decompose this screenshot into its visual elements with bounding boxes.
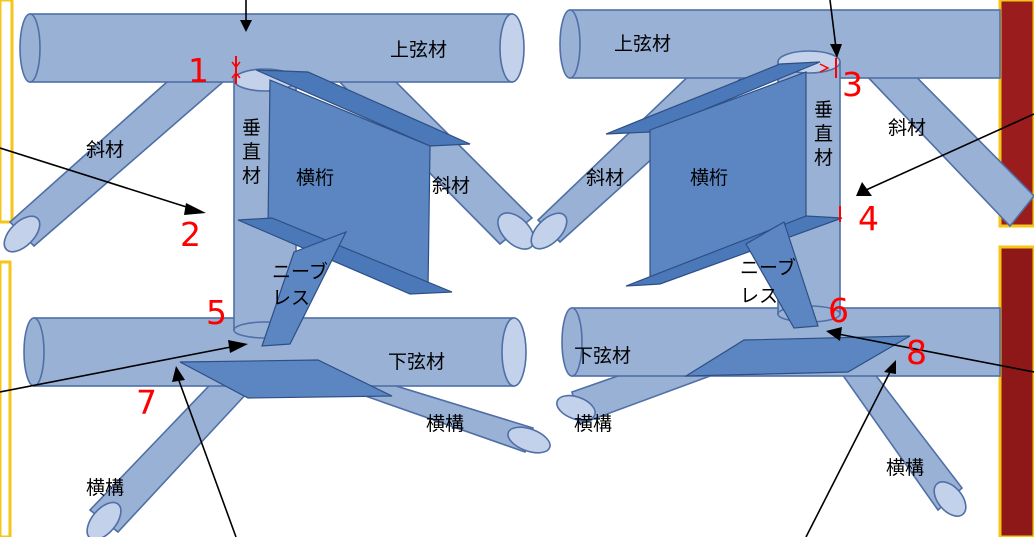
right-arrow-3-head (830, 44, 842, 58)
right-joint: 上弦材 斜材 斜材 垂直材 横桁 ニーブレス 下弦材 横構 横構 3 4 6 8 (530, 0, 1034, 537)
right-arrow-4-head (856, 182, 872, 196)
left-diagonal-left-label: 斜材 (86, 139, 124, 161)
left-arrow-7-head (172, 366, 185, 382)
right-number-6: 6 (828, 291, 849, 330)
left-number-7: 7 (136, 383, 157, 422)
left-knee-brace-label: ニーブレス (272, 260, 328, 309)
left-arrow-top-head (240, 20, 252, 32)
left-arrow-2 (0, 147, 197, 211)
left-upper-chord-label: 上弦材 (390, 39, 447, 61)
right-arrow-8 (805, 371, 891, 537)
left-top-frame (0, 0, 14, 224)
left-joint: 上弦材 斜材 斜材 垂直材 横桁 ニーブレス 下弦材 横構 横構 1 2 5 7 (0, 0, 551, 537)
right-arrow-4 (865, 113, 1034, 191)
right-upper-chord-label: 上弦材 (614, 33, 671, 55)
left-bottom-frame (0, 260, 12, 537)
left-lateral-left-label: 横構 (86, 477, 124, 499)
left-diagonal-right-label: 斜材 (432, 175, 470, 197)
right-number-8: 8 (906, 333, 927, 372)
right-cross-girder-label: 横桁 (690, 167, 728, 189)
left-lower-chord-label: 下弦材 (388, 351, 445, 373)
right-number-4: 4 (858, 199, 879, 238)
left-number-5: 5 (206, 293, 227, 332)
right-knee-brace (745, 221, 819, 329)
right-bottom-photo (998, 245, 1034, 537)
left-gap-marker-1 (231, 56, 241, 84)
right-knee-brace-label: ニーブレス (740, 256, 796, 307)
left-cross-girder (237, 69, 471, 295)
left-arrow-5 (0, 345, 237, 393)
left-number-2: 2 (180, 215, 201, 254)
right-number-3: 3 (842, 65, 863, 104)
left-arrow-7 (177, 377, 237, 537)
right-vertical-label: 垂直材 (814, 99, 833, 169)
right-lateral-right-label: 横構 (886, 457, 924, 479)
right-arrow-3 (829, 0, 837, 49)
right-lower-chord-label: 下弦材 (574, 345, 631, 367)
left-lateral-right-label: 横構 (426, 413, 464, 435)
right-arrow-8-head (884, 360, 896, 374)
right-gap-marker-3 (819, 58, 837, 78)
right-lateral-left-label: 横構 (574, 413, 612, 435)
left-knee-brace (261, 230, 348, 347)
left-lateral-gusset (179, 359, 393, 399)
left-cross-girder-label: 横桁 (296, 167, 334, 189)
right-arrow-6 (837, 333, 1034, 373)
left-arrow-5-head (228, 340, 248, 353)
right-diagonal-left-label: 斜材 (586, 167, 624, 189)
left-number-1: 1 (188, 51, 209, 90)
left-lateral-left-member (86, 364, 250, 537)
right-arrow-6-head (826, 327, 842, 341)
left-arrow-2-head (184, 203, 206, 215)
right-diagonal-right-label: 斜材 (888, 117, 926, 139)
left-vertical-label: 垂直材 (242, 117, 261, 187)
